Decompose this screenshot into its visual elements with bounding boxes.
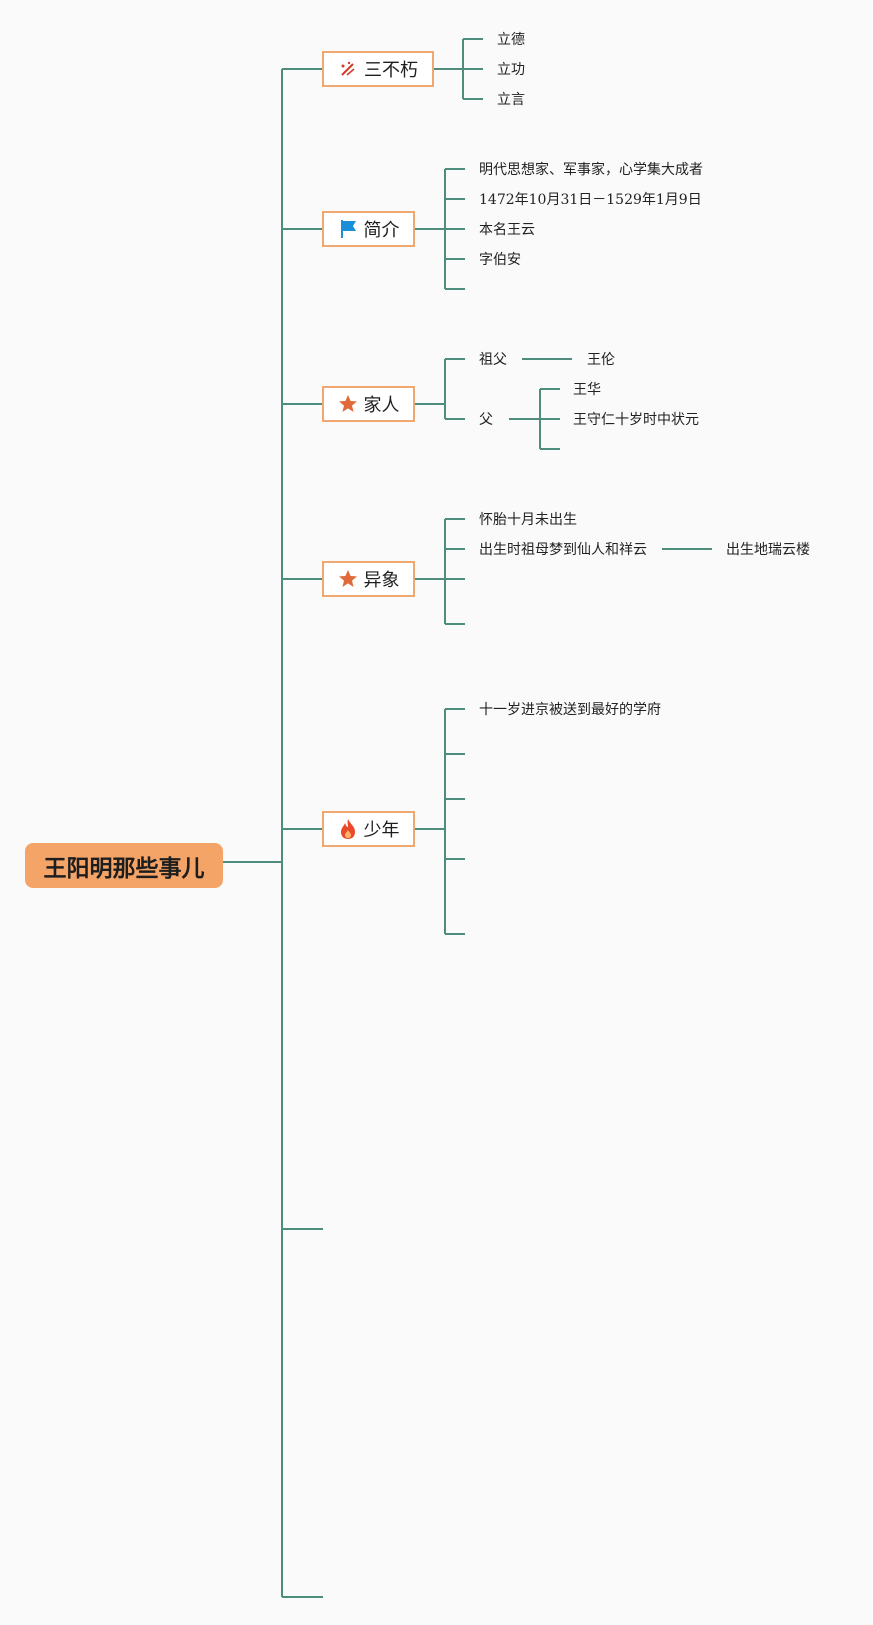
leaf-li-de[interactable]: 立德: [497, 32, 525, 48]
flag-icon: [338, 219, 358, 239]
branch-label: 异象: [363, 570, 400, 591]
root-topic[interactable]: 王阳明那些事儿: [25, 843, 223, 888]
branch-yi-xiang[interactable]: 异象: [322, 561, 415, 597]
branch-label: 少年: [363, 820, 400, 841]
leaf-intro-courtesy-name[interactable]: 字伯安: [479, 252, 521, 268]
branch-label: 三不朽: [364, 60, 418, 81]
leaf-father[interactable]: 父: [479, 412, 493, 428]
branch-jia-ren[interactable]: 家人: [322, 386, 415, 422]
star-icon: [338, 394, 358, 414]
branch-san-bu-xiu[interactable]: 三不朽: [322, 51, 434, 87]
leaf-father-note[interactable]: 王守仁十岁时中状元: [573, 412, 699, 428]
leaf-grandfather[interactable]: 祖父: [479, 352, 507, 368]
branch-shao-nian[interactable]: 少年: [322, 811, 415, 847]
leaf-father-name[interactable]: 王华: [573, 382, 601, 398]
fire-icon: [338, 819, 358, 839]
leaf-grandfather-name[interactable]: 王伦: [587, 352, 615, 368]
leaf-intro-identity[interactable]: 明代思想家、军事家，心学集大成者: [479, 162, 703, 178]
sparkle-icon: [338, 59, 358, 79]
branch-jian-jie[interactable]: 简介: [322, 211, 415, 247]
branch-label: 简介: [363, 220, 400, 241]
leaf-pregnancy[interactable]: 怀胎十月未出生: [479, 512, 577, 528]
leaf-birth-dream[interactable]: 出生时祖母梦到仙人和祥云: [479, 542, 647, 558]
leaf-intro-dates[interactable]: 1472年10月31日－1529年1月9日: [479, 192, 702, 208]
star-icon: [338, 569, 358, 589]
branch-label: 家人: [363, 395, 400, 416]
leaf-li-gong[interactable]: 立功: [497, 62, 525, 78]
leaf-intro-name[interactable]: 本名王云: [479, 222, 535, 238]
leaf-youth-school[interactable]: 十一岁进京被送到最好的学府: [479, 702, 661, 718]
leaf-birthplace[interactable]: 出生地瑞云楼: [726, 542, 810, 558]
leaf-li-yan[interactable]: 立言: [497, 92, 525, 108]
